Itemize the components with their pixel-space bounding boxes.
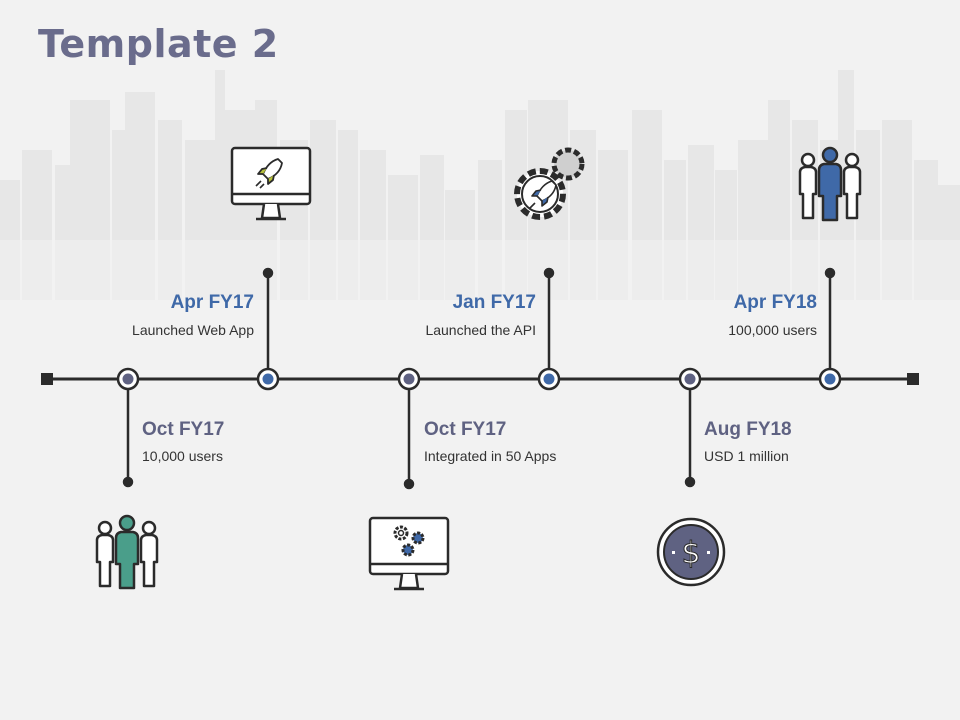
- milestone-description: 100,000 users: [728, 322, 817, 338]
- milestone-date: Jan FY17: [452, 292, 536, 313]
- connector-5-end: [684, 476, 696, 488]
- connector-6-end: [824, 267, 836, 279]
- milestone-description: USD 1 million: [704, 448, 789, 464]
- connector-3-end: [403, 478, 415, 490]
- page-title: Template 2: [38, 22, 279, 66]
- milestone-date: Oct FY17: [142, 419, 225, 440]
- connector-1-end: [122, 476, 134, 488]
- milestone-description: 10,000 users: [142, 448, 223, 464]
- monitor-gears-icon: [368, 516, 450, 591]
- people-group-icon: [798, 146, 862, 222]
- people-group-icon: [95, 514, 159, 590]
- milestone-date: Oct FY17: [424, 419, 507, 440]
- dollar-coin-icon: $: [656, 517, 726, 587]
- milestone-date: Aug FY18: [704, 419, 792, 440]
- milestone-description: Integrated in 50 Apps: [424, 448, 557, 464]
- gear-rocket-icon: [514, 147, 585, 220]
- milestone-date: Apr FY18: [733, 292, 817, 313]
- svg-text:$: $: [681, 536, 700, 571]
- milestone-description: Launched the API: [425, 322, 536, 338]
- monitor-rocket-icon: [230, 146, 312, 221]
- connector-2-end: [262, 267, 274, 279]
- milestone-description: Launched Web App: [132, 322, 254, 338]
- timeline-start-cap: [41, 373, 53, 385]
- milestone-date: Apr FY17: [170, 292, 254, 313]
- connector-4-end: [543, 267, 555, 279]
- timeline-end-cap: [907, 373, 919, 385]
